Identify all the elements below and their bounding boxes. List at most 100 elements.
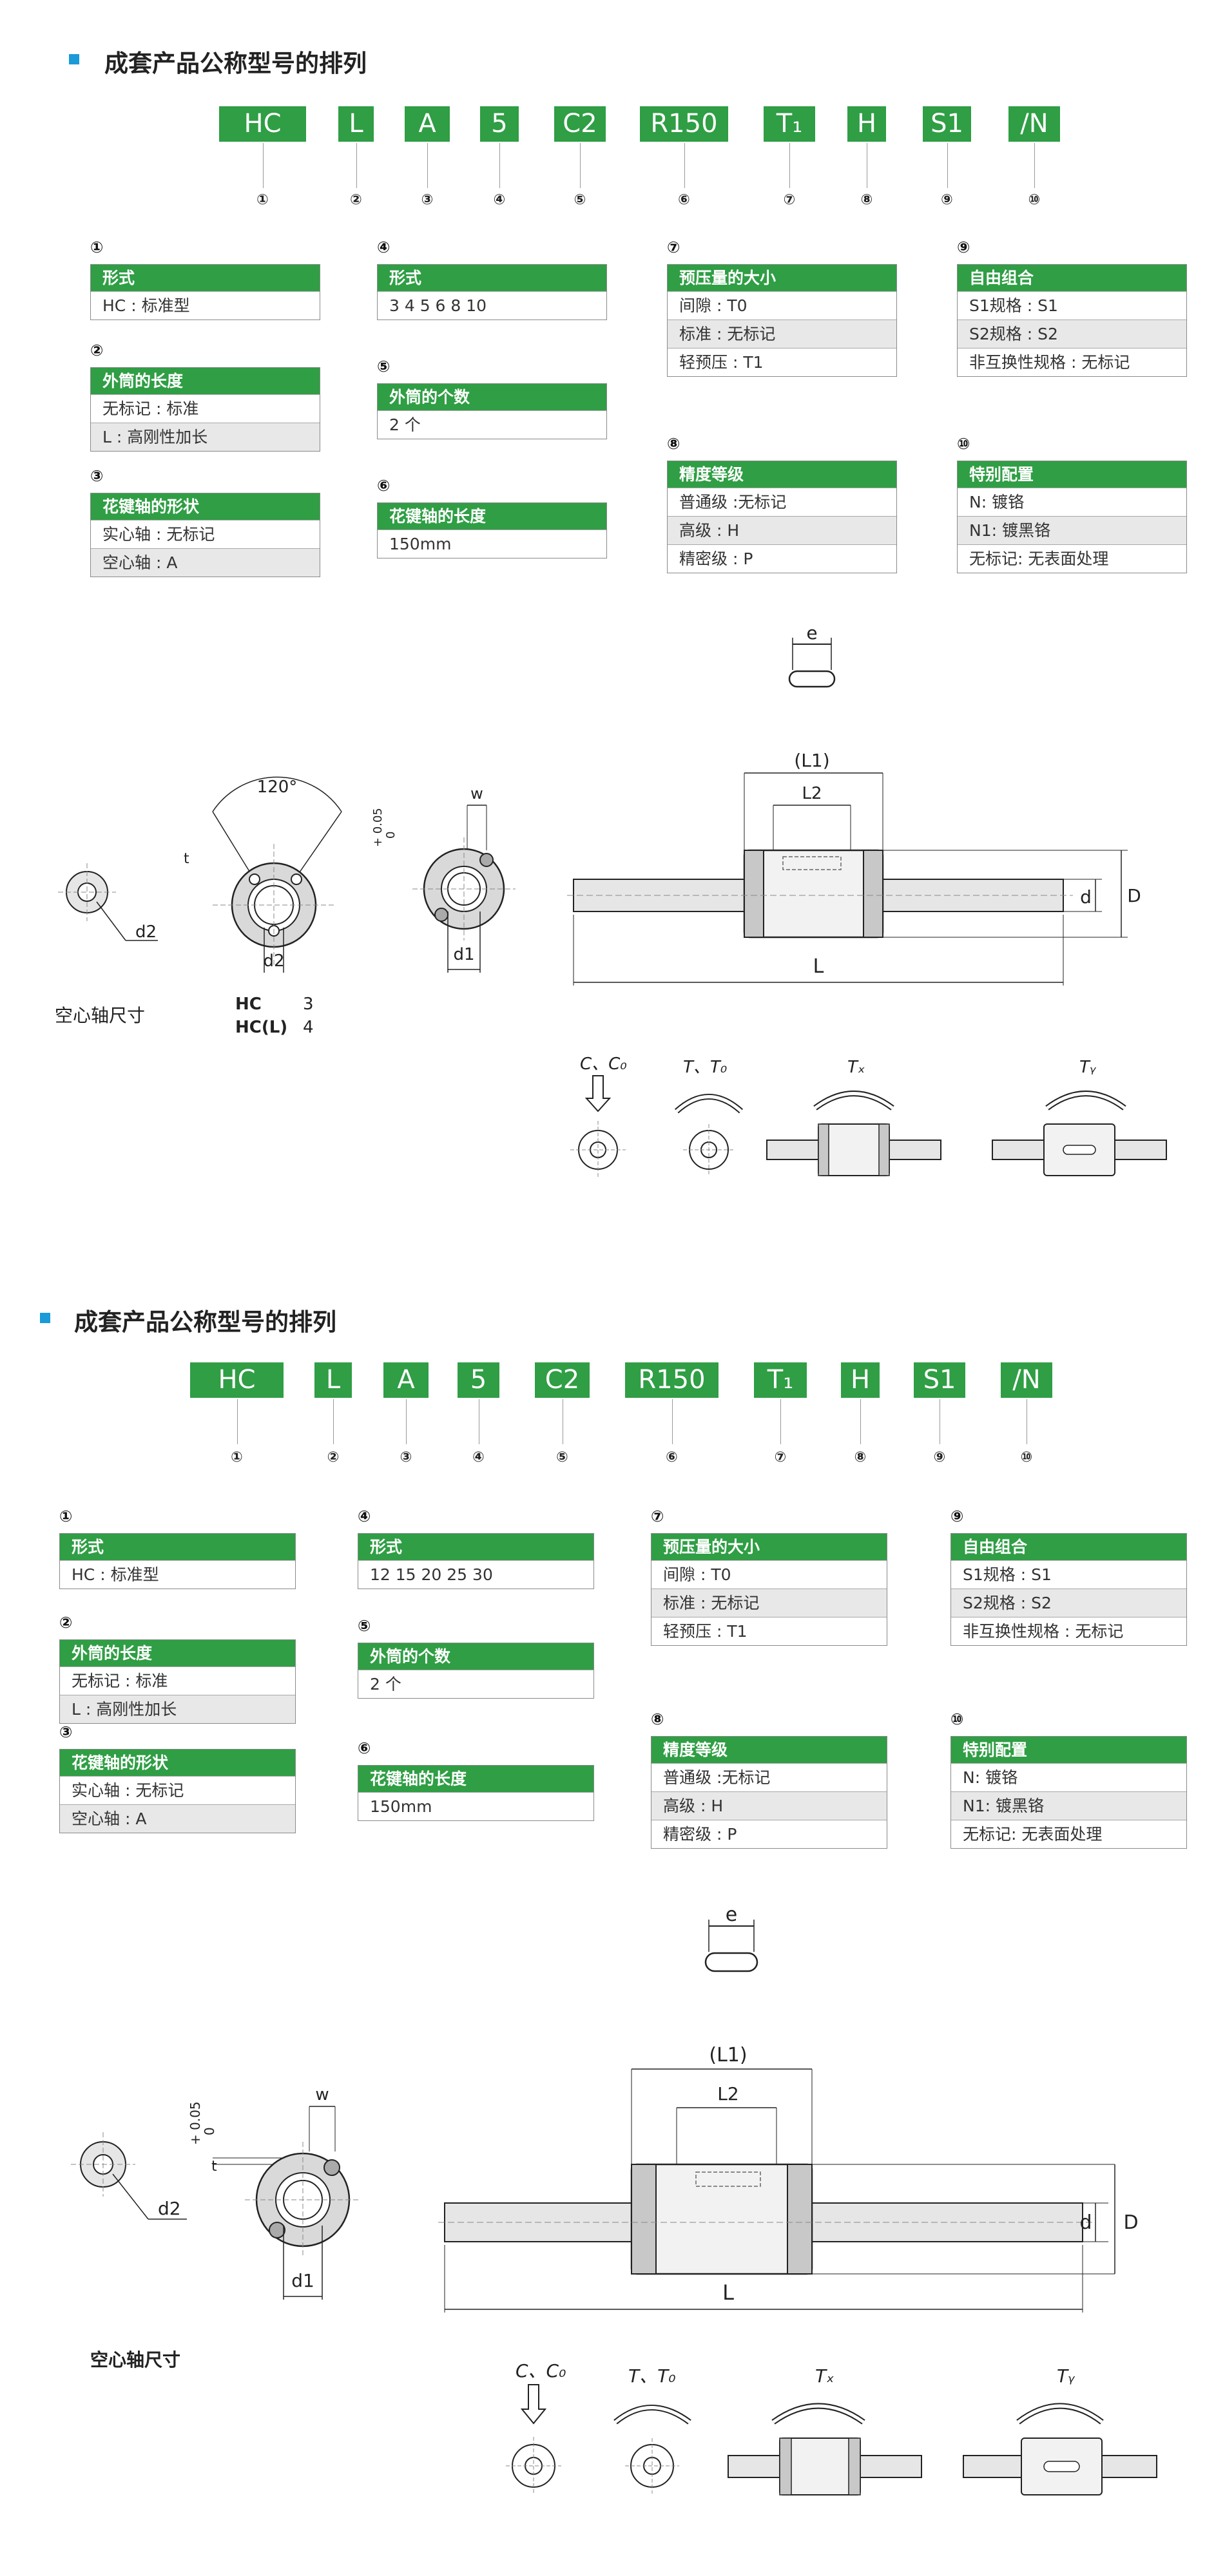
code-box: C2 (535, 1362, 590, 1398)
spline-shaft-drawing: (L1) L2 d D L (567, 750, 1141, 986)
load-direction-drawing: C、C₀ T、T₀ Tₓ Tᵧ (506, 2360, 1157, 2495)
code-leader-line (1034, 143, 1035, 188)
code-leader-line (427, 143, 428, 188)
spec-group: 花键轴的形状实心轴 : 无标记空心轴 : A (90, 493, 320, 577)
code-box: L (338, 106, 374, 142)
group-number: ⑤ (358, 1617, 371, 1635)
code-leader-line (947, 143, 948, 188)
code-box: L (314, 1362, 352, 1398)
code-leader-line (262, 143, 264, 188)
group-number: ⑨ (950, 1507, 964, 1525)
spec-group-row: 无标记: 无表面处理 (951, 1820, 1186, 1848)
code-number: ⑦ (783, 192, 796, 208)
spec-group-row: 非互换性规格 : 无标记 (958, 348, 1186, 376)
spec-group-header: 精度等级 (668, 461, 896, 488)
load-ty-label: Tᵧ (1057, 2365, 1075, 2387)
flange-side-drawing: w + 0.05 0 t d1 (188, 2085, 361, 2300)
hcl-label: HC(L) (235, 1018, 287, 1037)
hollow-shaft-caption: 空心轴尺寸 (55, 1005, 146, 1026)
spec-group-row: L : 高刚性加长 (60, 1695, 295, 1723)
code-box: HC (190, 1362, 284, 1398)
spec-group-row: 2 个 (358, 1670, 593, 1698)
code-number: ③ (421, 192, 434, 208)
code-box: S1 (914, 1362, 965, 1398)
spec-group-header: 特别配置 (958, 461, 1186, 488)
tol-plus-label: + 0.05 (188, 2101, 203, 2145)
spec-group-row: 12 15 20 25 30 (358, 1560, 593, 1589)
code-box: S1 (923, 106, 971, 142)
spec-group: 花键轴的形状实心轴 : 无标记空心轴 : A (59, 1749, 296, 1833)
hollow-shaft-drawing: d2 (71, 2132, 187, 2220)
group-number: ① (59, 1507, 73, 1525)
code-leader-line (236, 1399, 238, 1444)
code-number: ① (256, 192, 269, 208)
code-number: ⑩ (1028, 192, 1041, 208)
code-box: C2 (554, 106, 606, 142)
load-tx-label: Tₓ (847, 1058, 865, 1077)
spec-group-row: S2规格 : S2 (951, 1589, 1186, 1617)
spec-group-header: 花键轴的长度 (358, 1766, 593, 1792)
code-number: ⑩ (1020, 1449, 1033, 1465)
spec-group-row: 无标记 : 标准 (91, 394, 320, 423)
spline-shaft-drawing: (L1) L2 d D L (438, 2044, 1139, 2313)
code-box: R150 (625, 1362, 719, 1398)
dim-L-label: L (813, 955, 824, 978)
spec-group-header: 外筒的个数 (358, 1643, 593, 1670)
dim-t-label: t (211, 2159, 217, 2175)
section-title: 成套产品公称型号的排列 (104, 50, 367, 77)
spec-group-row: 普通级 :无标记 (651, 1763, 887, 1791)
spec-group-row: HC : 标准型 (91, 291, 320, 320)
spec-group-row: 无标记: 无表面处理 (958, 544, 1186, 573)
dim-D-label: D (1127, 885, 1141, 906)
spec-group-row: N1: 镀黑铬 (951, 1791, 1186, 1820)
dim-l1-label: (L1) (794, 750, 829, 771)
spec-group-row: 无标记 : 标准 (60, 1666, 295, 1695)
spec-group-row: 150mm (358, 1792, 593, 1820)
tol-plus-label: + 0.05 (371, 808, 385, 847)
spec-group-row: N: 镀铬 (951, 1763, 1186, 1791)
code-number: ⑥ (678, 192, 690, 208)
hcl-value: 4 (303, 1018, 314, 1037)
spec-group-header: 预压量的大小 (668, 265, 896, 291)
code-box: T₁ (754, 1362, 807, 1398)
dim-w-label: w (315, 2085, 329, 2104)
dim-d1-label: d1 (453, 945, 474, 964)
group-number: ② (59, 1614, 73, 1632)
code-leader-line (580, 143, 581, 188)
dim-l1-label: (L1) (709, 2044, 747, 2066)
dim-t-label: t (184, 851, 189, 867)
dim-d2-front-label: d2 (263, 951, 284, 971)
code-number: ⑧ (854, 1449, 867, 1465)
title-square-icon (69, 54, 79, 64)
group-number: ⑤ (377, 358, 391, 376)
code-box: R150 (640, 106, 728, 142)
spec-group-row: S2规格 : S2 (958, 320, 1186, 348)
flange-front-drawing: 120° d2 t HC 3 HC(L) 4 (184, 776, 342, 1037)
spec-group-row: 高级 : H (668, 516, 896, 544)
dim-d2-label: d2 (158, 2198, 181, 2219)
load-ty-label: Tᵧ (1079, 1058, 1097, 1077)
spec-group-header: 预压量的大小 (651, 1534, 887, 1560)
spec-group-row: 150mm (378, 530, 606, 558)
code-box: /N (1008, 106, 1060, 142)
spec-group-row: 间隙 : T0 (651, 1560, 887, 1589)
spec-group-row: S1规格 : S1 (958, 291, 1186, 320)
group-number: ④ (358, 1507, 371, 1525)
hc-value: 3 (303, 995, 314, 1014)
dim-w-label: w (470, 785, 483, 803)
spec-group-row: 高级 : H (651, 1791, 887, 1820)
code-box: /N (1001, 1362, 1052, 1398)
code-box: H (847, 106, 886, 142)
code-box: HC (219, 106, 306, 142)
